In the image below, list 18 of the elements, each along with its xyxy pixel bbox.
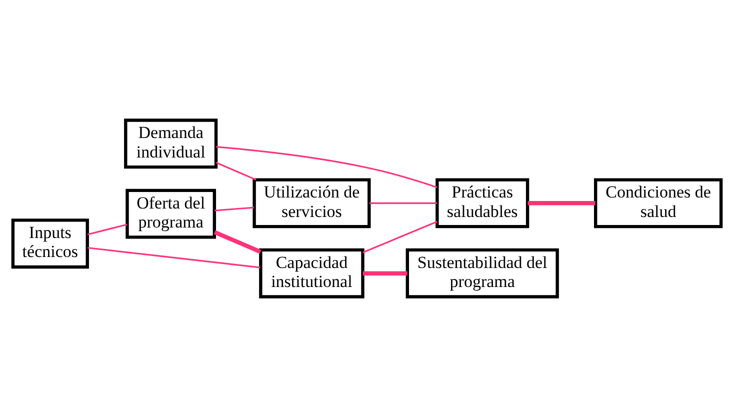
connector [362,271,408,276]
node-box: Utilización de servicios [252,178,371,228]
connector [528,201,596,206]
node-box: Sustentabilidad del programa [406,248,559,298]
connector [216,146,438,188]
connector [369,202,438,204]
node-box: Oferta del programa [126,188,216,239]
node-box: Capacidad institutional [259,248,364,298]
node-box: Condiciones de salud [594,178,723,228]
node-box: Inputs técnicos [11,218,89,269]
connector [216,162,256,180]
connector [362,220,438,254]
connector [214,230,262,254]
node-box: Prácticas saludables [436,178,530,228]
connector [214,206,254,212]
node-box: Demanda individual [124,118,218,169]
connector [87,246,260,268]
connector [87,224,128,236]
